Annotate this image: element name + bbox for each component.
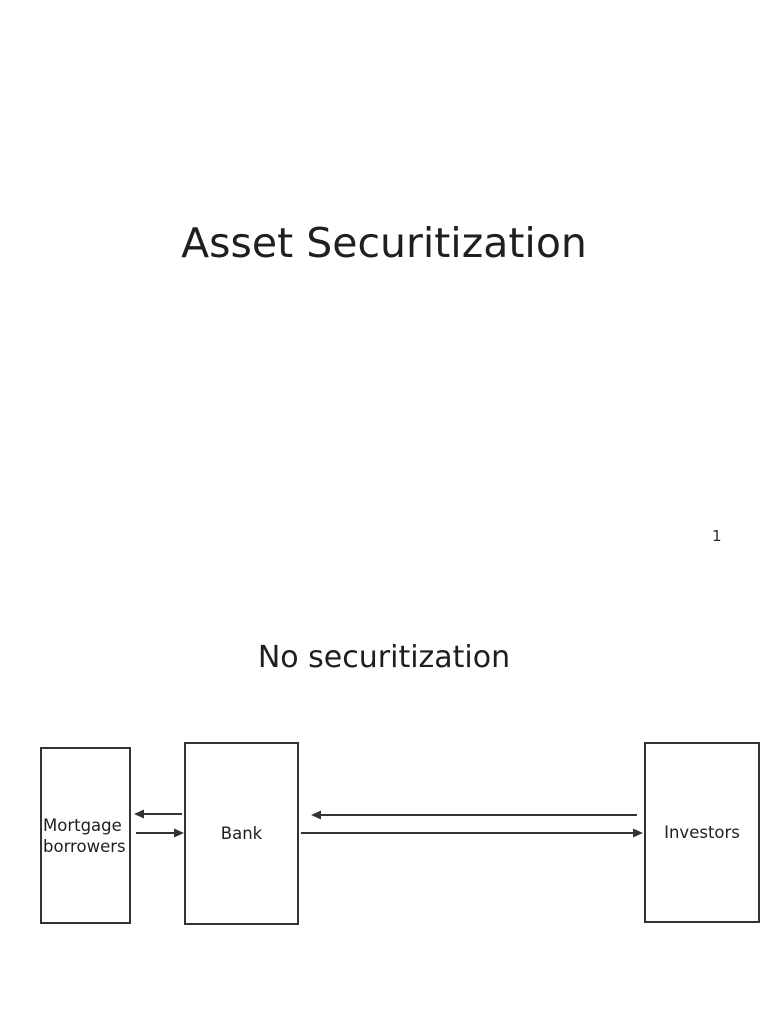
node-bank: Bank <box>184 742 299 925</box>
arrow-investors-to-bank <box>311 810 637 820</box>
arrow-bank-to-borrowers <box>134 809 182 819</box>
node-mortgage-borrowers: Mortgage borrowers <box>40 747 131 924</box>
page-number: 1 <box>712 527 722 545</box>
node-mortgage-borrowers-label: Mortgage borrowers <box>43 815 126 856</box>
arrow-bank-to-investors <box>301 828 643 838</box>
slide2-title: No securitization <box>257 640 511 675</box>
slide1-title: Asset Securitization <box>181 219 587 267</box>
node-investors: Investors <box>644 742 760 923</box>
node-bank-label: Bank <box>220 824 263 843</box>
node-investors-label: Investors <box>664 823 740 842</box>
arrow-borrowers-to-bank <box>136 828 184 838</box>
